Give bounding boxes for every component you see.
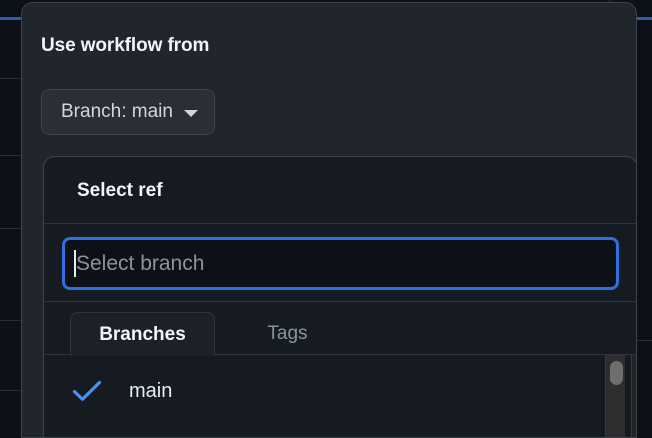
- select-ref-dialog: Select ref Select branch Branches Tags: [43, 156, 637, 438]
- page-title: Use workflow from: [41, 35, 210, 56]
- list-item-label: main: [129, 379, 173, 402]
- list-item[interactable]: main: [44, 368, 636, 414]
- dialog-scrollbar-thumb[interactable]: [636, 365, 637, 438]
- ref-tablist: Branches Tags: [44, 302, 636, 356]
- left-gutter-divider: [0, 228, 21, 229]
- left-gutter-divider: [0, 78, 21, 79]
- left-gutter-divider: [0, 320, 21, 321]
- chevron-down-icon: [183, 110, 198, 117]
- branch-select-button-label: Branch: main: [61, 101, 173, 122]
- select-ref-title: Select ref: [77, 180, 163, 201]
- right-gutter-divider: [637, 340, 652, 341]
- text-cursor: [74, 250, 76, 277]
- select-branch-input-placeholder: Select branch: [76, 251, 205, 275]
- ref-list-scrollbar-thumb[interactable]: [610, 361, 623, 385]
- dialog-scrollbar-track[interactable]: [631, 355, 637, 438]
- ref-list: main: [44, 355, 637, 438]
- tab-tags[interactable]: Tags: [215, 312, 360, 356]
- select-ref-dialog-header: Select ref: [44, 157, 636, 224]
- left-gutter-accent-bar: [0, 17, 21, 20]
- branch-select-button[interactable]: Branch: main: [41, 89, 215, 135]
- tab-branches[interactable]: Branches: [70, 312, 215, 356]
- ref-list-scrollbar-track[interactable]: [605, 355, 625, 437]
- ref-filter-row: Select branch: [44, 224, 636, 302]
- select-branch-input[interactable]: Select branch: [62, 237, 619, 290]
- check-icon: [72, 380, 102, 401]
- tab-branches-label: Branches: [99, 323, 186, 345]
- right-gutter-accent-bar: [637, 17, 652, 20]
- tab-tags-label: Tags: [267, 323, 308, 344]
- left-gutter-divider: [0, 390, 21, 391]
- left-gutter-divider: [0, 155, 21, 156]
- page-left-gutter: [0, 0, 21, 438]
- run-workflow-popover: Use workflow from Branch: main Select re…: [21, 2, 637, 438]
- page-right-gutter: [637, 0, 652, 438]
